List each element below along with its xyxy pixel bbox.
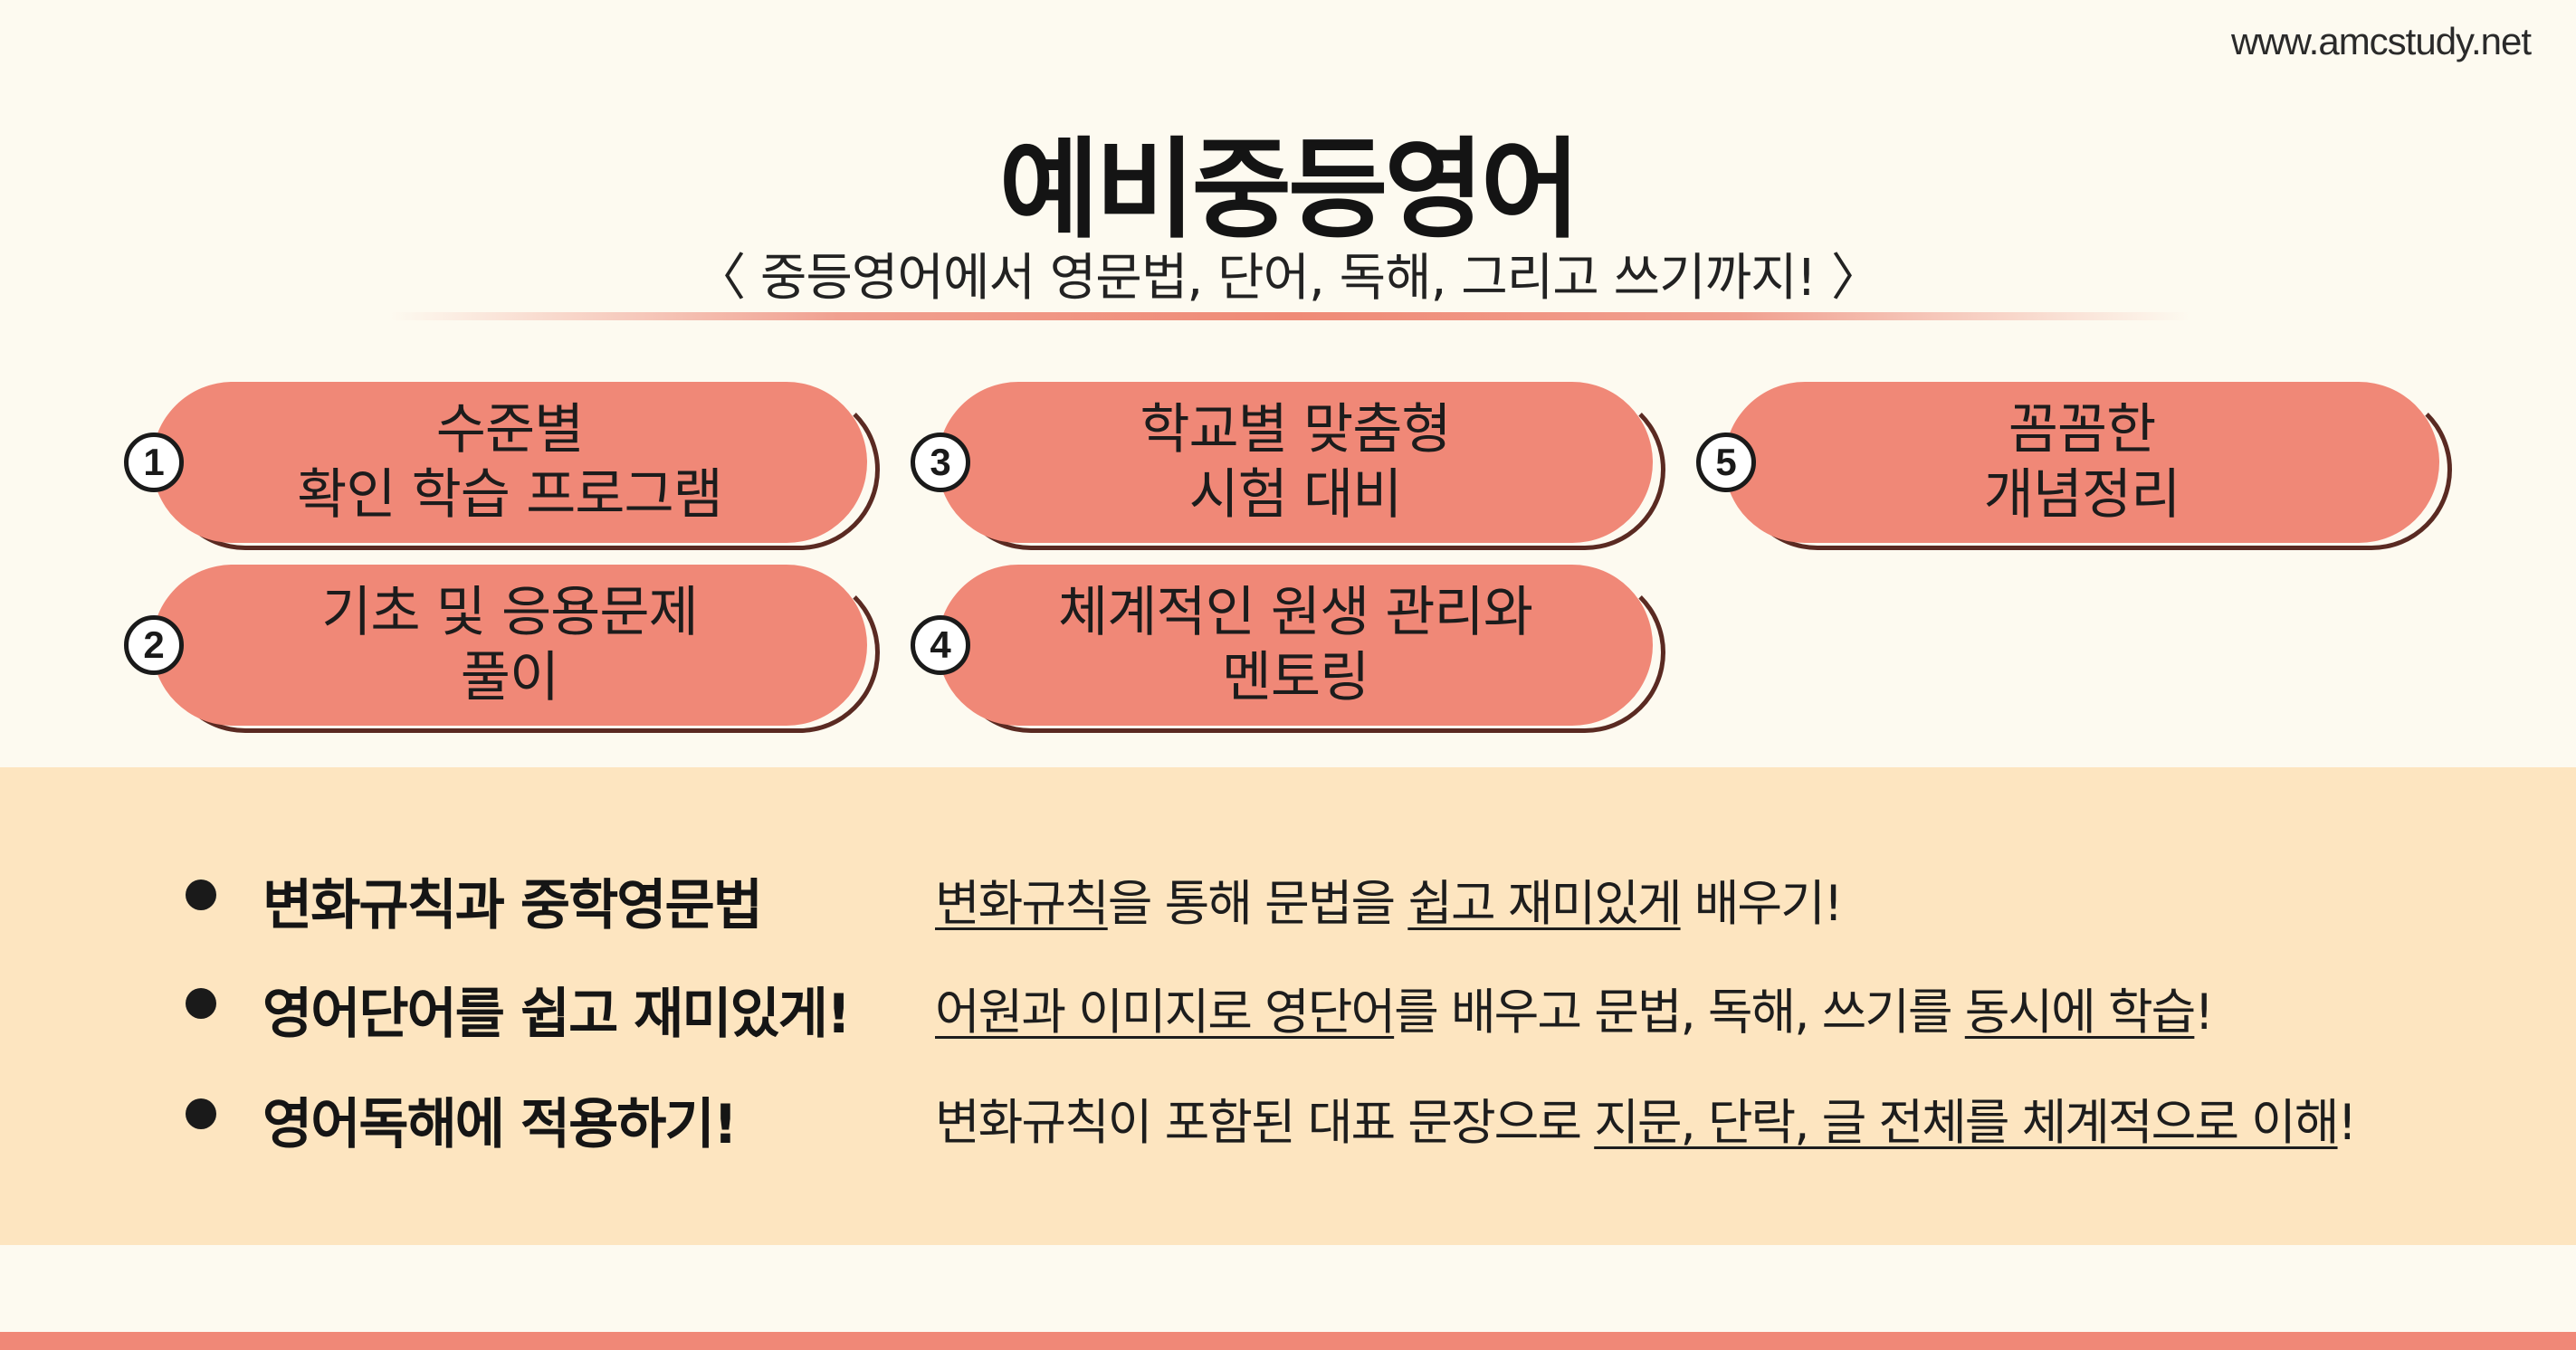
pill-outline (950, 572, 1665, 733)
page-title: 예비중등영어 (998, 128, 1580, 253)
desc-part: 동시에 학습 (1964, 984, 2197, 1041)
pill-line: 꼼꼼한 (2008, 398, 2157, 461)
program-pill-1: 수준별 확인 학습 프로그램 (152, 382, 880, 550)
feature-desc: 변화규칙이 포함된 대표 문장으로 지문, 단락, 글 전체를 체계적으로 이해… (935, 1082, 2358, 1154)
program-pill-5: 꼼꼼한 개념정리 (1724, 382, 2452, 550)
bullet-icon (186, 988, 216, 1019)
bottom-bar (0, 1332, 2576, 1350)
pill-body: 수준별 확인 학습 프로그램 (152, 382, 867, 543)
pill-line: 시험 대비 (1188, 463, 1403, 527)
pill-line: 멘토링 (1221, 646, 1370, 709)
feature-title: 변화규칙과 중학영문법 (262, 874, 763, 937)
number-badge-5: 5 (1696, 433, 1756, 492)
number-badge-1: 1 (124, 433, 184, 492)
pill-body: 꼼꼼한 개념정리 (1724, 382, 2439, 543)
feature-desc: 변화규칙을 통해 문법을 쉽고 재미있게 배우기! (935, 863, 1844, 935)
pill-outline (165, 389, 880, 550)
pill-outline (165, 572, 880, 733)
desc-part: 를 배우고 문법, 독해, 쓰기를 (1394, 984, 1965, 1041)
pill-line: 풀이 (460, 646, 559, 709)
desc-part: ! (2194, 984, 2214, 1041)
pill-line: 학교별 맞춤형 (1140, 398, 1451, 461)
feature-row: 영어독해에 적용하기! 변화규칙이 포함된 대표 문장으로 지문, 단락, 글 … (0, 1073, 2576, 1156)
pill-line: 기초 및 응용문제 (321, 581, 699, 644)
feature-row: 영어단어를 쉽고 재미있게! 어원과 이미지로 영단어를 배우고 문법, 독해,… (0, 963, 2576, 1046)
desc-part: 배우기! (1680, 875, 1844, 932)
bullet-icon (186, 879, 216, 910)
pill-body: 체계적인 원생 관리와 멘토링 (938, 565, 1653, 726)
desc-part: ! (2337, 1094, 2358, 1151)
desc-part: 쉽고 재미있게 (1407, 875, 1682, 932)
feature-row: 변화규칙과 중학영문법 변화규칙을 통해 문법을 쉽고 재미있게 배우기! (0, 854, 2576, 937)
pill-line: 수준별 (435, 398, 585, 461)
feature-title: 영어독해에 적용하기! (262, 1093, 738, 1156)
feature-title: 영어단어를 쉽고 재미있게! (262, 983, 851, 1046)
pill-line: 개념정리 (1983, 463, 2181, 527)
pill-body: 학교별 맞춤형 시험 대비 (938, 382, 1653, 543)
page-subtitle: 〈 중등영어에서 영문법, 단어, 독해, 그리고 쓰기까지! 〉 (695, 249, 1882, 308)
feature-band (0, 767, 2576, 1245)
bullet-icon (186, 1098, 216, 1129)
desc-part: 어원과 이미지로 영단어 (935, 984, 1396, 1041)
number-badge-3: 3 (911, 433, 970, 492)
pill-line: 확인 학습 프로그램 (297, 463, 723, 527)
desc-part: 지문, 단락, 글 전체를 체계적으로 이해 (1594, 1094, 2339, 1151)
site-url[interactable]: www.amcstudy.net (2230, 20, 2532, 62)
title-underline (389, 312, 2190, 320)
desc-part: 변화규칙 (935, 875, 1110, 932)
desc-part: 변화규칙이 포함된 대표 문장으로 (935, 1094, 1595, 1151)
program-pill-4: 체계적인 원생 관리와 멘토링 (938, 565, 1665, 733)
feature-desc: 어원과 이미지로 영단어를 배우고 문법, 독해, 쓰기를 동시에 학습! (935, 972, 2214, 1043)
pill-outline (950, 389, 1665, 550)
number-badge-4: 4 (911, 615, 970, 675)
pill-line: 체계적인 원생 관리와 (1058, 581, 1533, 644)
pill-outline (1737, 389, 2452, 550)
desc-part: 을 통해 문법을 (1107, 875, 1408, 932)
program-pill-3: 학교별 맞춤형 시험 대비 (938, 382, 1665, 550)
program-pill-2: 기초 및 응용문제 풀이 (152, 565, 880, 733)
pill-body: 기초 및 응용문제 풀이 (152, 565, 867, 726)
number-badge-2: 2 (124, 615, 184, 675)
